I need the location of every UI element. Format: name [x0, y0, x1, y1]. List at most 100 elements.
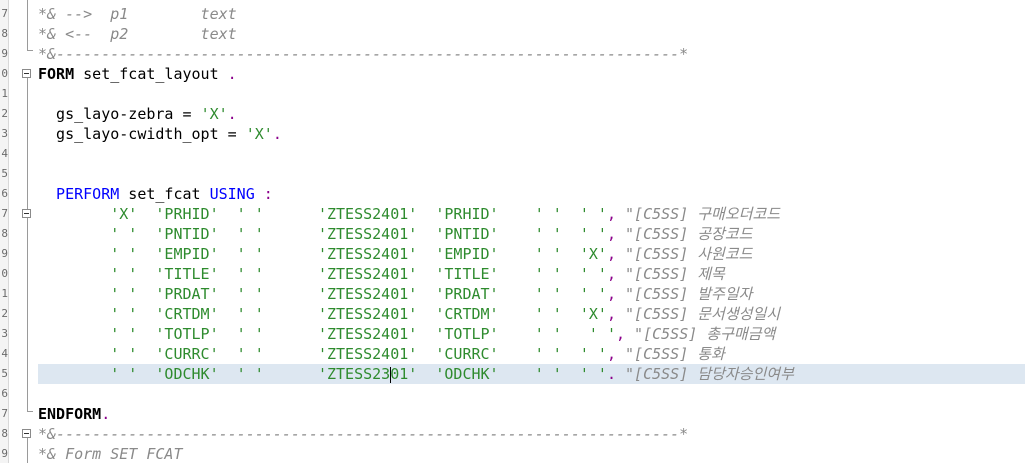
line-number: 9	[1, 47, 8, 60]
param-literals: ' ' 'EMPID' ' ' 'ZTESS2401' 'EMPID' ' ' …	[110, 245, 607, 263]
line-number: 1	[1, 287, 8, 300]
line-number: 4	[1, 147, 8, 160]
fold-end-marker	[27, 50, 33, 51]
code-line-param-row[interactable]: 'X' 'PRHID' ' ' 'ZTESS2401' 'PRHID' ' ' …	[38, 204, 1025, 224]
form-name: set_fcat_layout	[74, 65, 228, 83]
string-literal: 'X'	[245, 125, 273, 143]
indent	[38, 285, 110, 303]
line-number: 1	[1, 87, 8, 100]
punctuation: ,	[615, 325, 635, 343]
line-number: 6	[1, 387, 8, 400]
punctuation: ,	[606, 245, 626, 263]
line-number: 2	[1, 307, 8, 320]
fold-toggle-icon[interactable]	[22, 69, 31, 78]
code-line-endform[interactable]: ENDFORM.	[38, 404, 1025, 424]
keyword-perform: PERFORM	[38, 185, 120, 203]
code-line-comment-divider[interactable]: *&--------------------------------------…	[38, 45, 689, 63]
indent	[38, 245, 110, 263]
param-literals: ' ' 'TITLE' ' ' 'ZTESS2401' 'TITLE' ' ' …	[110, 265, 607, 283]
line-number: 8	[1, 227, 8, 240]
inline-comment: "[C5SS] 제목	[625, 265, 725, 283]
code-line-assign[interactable]: gs_layo-zebra = 'X'.	[38, 104, 1025, 124]
variable: gs_layo-zebra =	[38, 105, 201, 123]
punctuation: .	[101, 405, 111, 423]
keyword-using: USING	[209, 185, 255, 203]
indent	[38, 225, 110, 243]
string-literal: 'X'	[200, 105, 228, 123]
line-number: 4	[1, 347, 8, 360]
space	[255, 185, 264, 203]
inline-comment: "[C5SS] 사원코드	[625, 245, 753, 263]
param-literals: 'X' 'PRHID' ' ' 'ZTESS2401' 'PRHID' ' ' …	[110, 205, 607, 223]
punctuation: ,	[606, 285, 626, 303]
code-line-param-row[interactable]: ' ' 'PRDAT' ' ' 'ZTESS2401' 'PRDAT' ' ' …	[38, 284, 1025, 304]
inline-comment: "[C5SS] 구매오더코드	[625, 205, 781, 223]
param-literals: ' ' 'CRTDM' ' ' 'ZTESS2401' 'CRTDM' ' ' …	[110, 305, 607, 323]
param-literals: ' ' 'PNTID' ' ' 'ZTESS2401' 'PNTID' ' ' …	[110, 225, 607, 243]
param-literals: ' ' 'CURRC' ' ' 'ZTESS2401' 'CURRC' ' ' …	[110, 345, 607, 363]
fold-guide	[27, 438, 28, 463]
param-literals: ' ' 'ODCHK' ' ' 'ZTESS23	[110, 365, 391, 383]
variable: gs_layo-cwidth_opt =	[38, 125, 246, 143]
code-line-param-row[interactable]: ' ' 'TOTLP' ' ' 'ZTESS2401' 'TOTLP' ' ' …	[38, 324, 1025, 344]
punctuation: ,	[606, 265, 626, 283]
punctuation: .	[227, 105, 237, 123]
code-line-comment-divider[interactable]: *&--------------------------------------…	[38, 425, 689, 443]
punctuation: ,	[606, 205, 626, 223]
code-line-param-row[interactable]: ' ' 'CURRC' ' ' 'ZTESS2401' 'CURRC' ' ' …	[38, 344, 1025, 364]
line-number: 8	[1, 27, 8, 40]
inline-comment: "[C5SS] 발주일자	[625, 285, 753, 303]
punctuation: ,	[606, 305, 626, 323]
inline-comment: "[C5SS] 통화	[625, 345, 725, 363]
code-line-perform[interactable]: PERFORM set_fcat USING :	[38, 184, 1025, 204]
indent	[38, 325, 110, 343]
indent	[38, 345, 110, 363]
code-line-comment[interactable]: *& <-- p2 text	[38, 25, 237, 43]
punctuation: .	[272, 125, 282, 143]
param-literals: ' ' 'TOTLP' ' ' 'ZTESS2401' 'TOTLP' ' ' …	[110, 325, 616, 343]
code-line-param-row[interactable]: ' ' 'EMPID' ' ' 'ZTESS2401' 'EMPID' ' ' …	[38, 244, 1025, 264]
punctuation: .	[227, 65, 237, 83]
code-line-comment[interactable]: *& Form SET FCAT	[38, 445, 183, 463]
keyword-form: FORM	[38, 65, 75, 83]
keyword-endform: ENDFORM	[38, 405, 102, 423]
inline-comment: "[C5SS] 담당자승인여부	[625, 365, 794, 383]
indent	[38, 205, 110, 223]
line-number-gutter: 7 8 9 0 1 2 3 4 5 6 7 8 9 0 1 2 3 4 5 6 …	[0, 0, 9, 463]
inline-comment: "[C5SS] 총구매금액	[634, 325, 776, 343]
line-number: 7	[1, 407, 8, 420]
code-line-param-row[interactable]: ' ' 'TITLE' ' ' 'ZTESS2401' 'TITLE' ' ' …	[38, 264, 1025, 284]
inline-comment: "[C5SS] 문서생성일시	[625, 305, 781, 323]
line-number: 2	[1, 107, 8, 120]
punctuation: .	[606, 365, 626, 383]
line-number: 0	[1, 267, 8, 280]
indent	[38, 265, 110, 283]
param-literals: ' ' 'PRDAT' ' ' 'ZTESS2401' 'PRDAT' ' ' …	[110, 285, 607, 303]
indent	[38, 305, 110, 323]
line-number: 3	[1, 127, 8, 140]
line-number: 8	[1, 427, 8, 440]
fold-toggle-icon[interactable]	[22, 429, 31, 438]
fold-toggle-icon[interactable]	[22, 209, 31, 218]
code-line-param-row[interactable]: ' ' 'PNTID' ' ' 'ZTESS2401' 'PNTID' ' ' …	[38, 224, 1025, 244]
code-line-comment[interactable]: *& --> p1 text	[38, 5, 237, 23]
subroutine-name: set_fcat	[119, 185, 210, 203]
fold-guide	[27, 0, 28, 50]
punctuation: ,	[606, 345, 626, 363]
line-number: 5	[1, 367, 8, 380]
punctuation: :	[263, 185, 273, 203]
line-number: 9	[1, 247, 8, 260]
line-number: 9	[1, 447, 8, 460]
fold-guide	[27, 78, 28, 411]
text-cursor	[389, 366, 391, 383]
code-line-param-row[interactable]: ' ' 'CRTDM' ' ' 'ZTESS2401' 'CRTDM' ' ' …	[38, 304, 1025, 324]
line-number: 7	[1, 207, 8, 220]
line-number: 0	[1, 67, 8, 80]
code-line-assign[interactable]: gs_layo-cwidth_opt = 'X'.	[38, 124, 1025, 144]
line-number: 7	[1, 7, 8, 20]
code-line-form[interactable]: FORM set_fcat_layout .	[38, 64, 1025, 84]
param-literals: 01' 'ODCHK' ' ' ' '	[390, 365, 607, 383]
inline-comment: "[C5SS] 공장코드	[625, 225, 753, 243]
punctuation: ,	[606, 225, 626, 243]
code-line-current[interactable]: ' ' 'ODCHK' ' ' 'ZTESS2301' 'ODCHK' ' ' …	[38, 364, 1025, 384]
